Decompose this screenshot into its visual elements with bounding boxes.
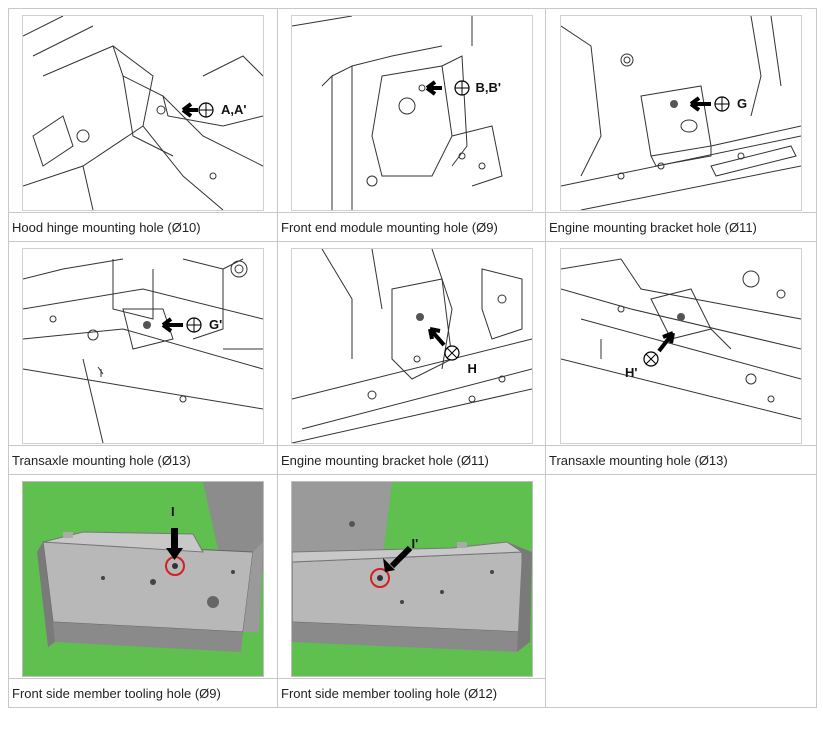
callout-label: H' (625, 365, 638, 380)
caption-front-end-module: Front end module mounting hole (Ø9) (277, 212, 546, 242)
engine-bracket-drawing: G (560, 15, 802, 211)
cell-image-engine-bracket: G (545, 8, 817, 213)
front-end-module-drawing: B,B' (290, 15, 533, 211)
cell-image-side-member-2: I' (277, 474, 546, 679)
callout-label: A,A' (221, 102, 247, 117)
callout-label: B,B' (475, 80, 501, 95)
transaxle-drawing-2: H' (560, 248, 802, 444)
cell-image-transaxle-2: H' (545, 241, 817, 446)
callout-label: G (737, 96, 748, 111)
caption-engine-bracket-2: Engine mounting bracket hole (Ø11) (277, 445, 546, 475)
hole-reference-table: A,A' (8, 8, 817, 708)
empty-cell (545, 474, 817, 708)
caption-engine-bracket: Engine mounting bracket hole (Ø11) (545, 212, 817, 242)
callout-label: G' (209, 317, 223, 332)
callout-label: H (467, 361, 477, 376)
cell-image-transaxle: G' (8, 241, 278, 446)
cell-image-side-member: I (8, 474, 278, 679)
cell-image-front-end-module: B,B' (277, 8, 546, 213)
cell-image-engine-bracket-2: H (277, 241, 546, 446)
callout-label: I' (411, 536, 419, 551)
caption-hood-hinge: Hood hinge mounting hole (Ø10) (8, 212, 278, 242)
caption-side-member: Front side member tooling hole (Ø9) (8, 678, 278, 708)
side-member-photo-2: I' (290, 481, 533, 677)
engine-bracket-drawing-2: H (290, 248, 533, 444)
caption-transaxle-2: Transaxle mounting hole (Ø13) (545, 445, 817, 475)
caption-side-member-2: Front side member tooling hole (Ø12) (277, 678, 546, 708)
transaxle-drawing: G' (22, 248, 264, 444)
callout-label: I (171, 504, 175, 519)
caption-transaxle: Transaxle mounting hole (Ø13) (8, 445, 278, 475)
hood-hinge-drawing: A,A' (22, 15, 264, 211)
side-member-photo: I (22, 481, 264, 677)
cell-image-hood-hinge: A,A' (8, 8, 278, 213)
